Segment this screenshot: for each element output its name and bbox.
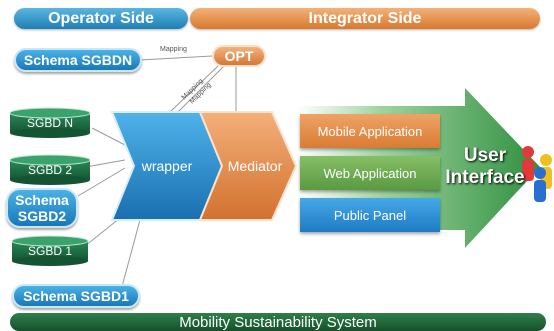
schema-sgbd2-node: Schema SGBD2 — [6, 188, 78, 228]
footer-banner: Mobility Sustainability System — [10, 313, 546, 331]
user-interface-line1: User — [463, 145, 507, 166]
integrator-side-header: Integrator Side — [190, 8, 540, 29]
schema-sgbdn-node: Schema SGBDN — [14, 48, 142, 72]
opt-node: OPT — [212, 45, 266, 67]
public-panel-box: Public Panel — [300, 198, 440, 232]
sgbd-2-label: SGBD 2 — [27, 163, 72, 177]
web-application-box: Web Application — [300, 156, 440, 190]
user-interface-label: User Interface — [440, 145, 530, 189]
cylinder-sgbd-n — [9, 107, 91, 138]
mediator-label: Mediator — [227, 158, 283, 174]
sgbd-1-label: SGBD 1 — [27, 244, 72, 258]
cylinder-sgbd-1 — [11, 235, 89, 266]
users-icon — [522, 146, 552, 202]
operator-side-header: Operator Side — [14, 8, 188, 29]
mediator-shape — [198, 111, 298, 221]
user-interface-line2: Interface — [445, 167, 525, 188]
schema-sgbd1-node: Schema SGBD1 — [12, 284, 140, 308]
wrapper-label: wrapper — [141, 158, 193, 174]
sgbd-n-label: SGBD N — [26, 116, 73, 130]
cylinder-sgbd-2 — [9, 154, 91, 185]
mobile-application-box: Mobile Application — [300, 114, 440, 148]
mapping-label-top: Mapping — [160, 46, 187, 53]
